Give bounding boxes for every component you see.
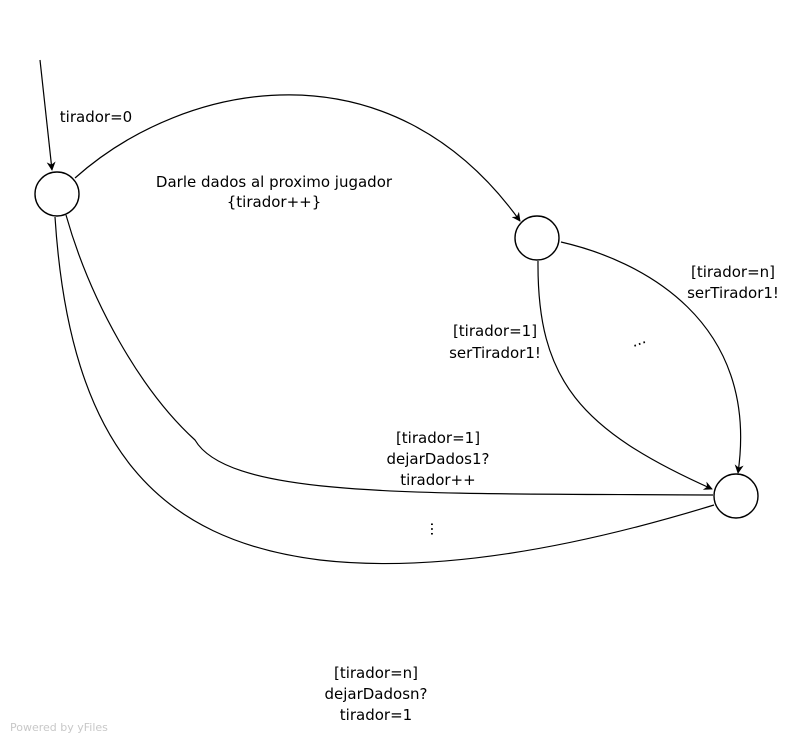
edge-label-s1-s2-one-line2: serTirador1!: [449, 344, 541, 362]
edge-label-s0-s1-line2: {tirador++}: [227, 193, 322, 211]
edge-s0-to-s1: [74, 94, 521, 222]
edge-label-s2-s0-one-line1: [tirador=1]: [396, 429, 480, 447]
edge-s1-to-s2-tirador-n: [560, 241, 744, 474]
edge-label-s2-s0-n-line2: dejarDadosn?: [324, 685, 427, 703]
edge-label-s2-s0-one-line3: tirador++: [400, 471, 475, 489]
watermark-text: Powered by yFiles: [10, 721, 108, 734]
edge-label-s2-s0-n-line3: tirador=1: [340, 706, 412, 724]
edge-s2-to-s0-tirador-n: [54, 216, 715, 565]
edge-label-s1-s2-one-line1: [tirador=1]: [453, 322, 537, 340]
edge-s1-to-s2-tirador-1: [537, 260, 713, 490]
edge-label-s1-s2-n-line2: serTirador1!: [687, 284, 779, 302]
state-node-s0[interactable]: [34, 171, 80, 217]
edge-initial-to-s0: [39, 59, 56, 171]
state-node-s1[interactable]: [514, 215, 560, 261]
edge-label-s2-s0-one-line2: dejarDados1?: [386, 450, 489, 468]
state-node-s2[interactable]: [713, 473, 759, 519]
edge-label-s0-s1-line1: Darle dados al proximo jugador: [156, 173, 393, 191]
edge-label-s1-s2-n-line1: [tirador=n]: [691, 263, 775, 281]
ellipsis-between-s1-s2: ...: [629, 329, 649, 351]
edge-label-s2-s0-n-line1: [tirador=n]: [334, 664, 418, 682]
edge-s2-to-s0-tirador-1: [65, 214, 714, 496]
edge-label-initial: tirador=0: [60, 108, 132, 126]
ellipsis-between-s2-s0: ...: [427, 522, 445, 536]
